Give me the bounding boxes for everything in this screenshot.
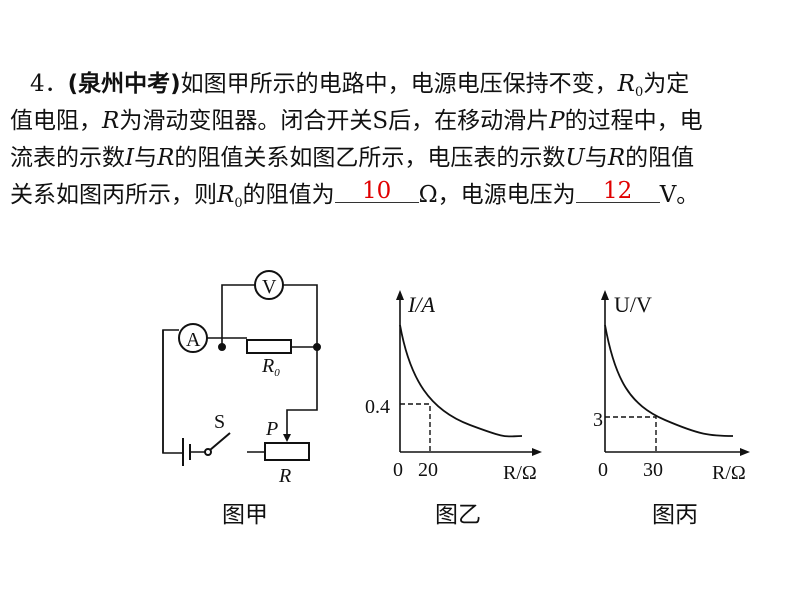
question-line-2: 值电阻，R为滑动变阻器。闭合开关S后，在移动滑片P的过程中，电: [10, 103, 750, 140]
text: Ω，电源电压为: [418, 182, 576, 208]
var-u: U: [565, 145, 585, 171]
text: 为滑动变阻器。闭合开关S后，在移动滑片: [119, 108, 550, 134]
switch-label: S: [214, 411, 225, 433]
origin-label: 0: [393, 459, 403, 481]
text: 流表的示数: [10, 145, 125, 171]
voltmeter-label: V: [262, 276, 277, 298]
var-r: R: [607, 145, 626, 171]
curve: [399, 324, 523, 438]
text: 的过程中，电: [564, 108, 703, 134]
question-source: (泉州中考): [67, 71, 181, 97]
var-p: P: [549, 108, 565, 134]
junction-dot: [313, 343, 321, 351]
r0-label: R0: [261, 355, 280, 379]
question-line-3: 流表的示数I与R的阻值关系如图乙所示，电压表的示数U与R的阻值: [10, 140, 750, 177]
rheostat: [264, 442, 310, 461]
text: 与: [134, 145, 158, 171]
question-number: 4．: [30, 71, 68, 97]
junction-dot: [218, 343, 226, 351]
x-tick: 20: [418, 459, 438, 481]
origin-label: 0: [598, 459, 608, 481]
answer-blank-2: 12: [575, 180, 660, 203]
y-axis-label: U/V: [614, 292, 652, 317]
curve: [604, 324, 734, 437]
battery-icon: [182, 438, 191, 466]
figure-caption: 图乙: [435, 502, 481, 527]
var-r0: R: [217, 182, 235, 208]
x-tick: 30: [643, 459, 663, 481]
question-text: 4．(泉州中考)如图甲所示的电路中，电源电压保持不变，R0为定 值电阻，R为滑动…: [10, 66, 750, 214]
y-axis-arrow-icon: [601, 290, 609, 300]
x-axis-label: R/Ω: [503, 462, 537, 484]
text: 与: [584, 145, 608, 171]
y-tick: 0.4: [365, 396, 390, 418]
text: 的阻值为: [242, 182, 335, 208]
switch-pivot: [204, 448, 212, 456]
graph-yi: I/A 0.4 0 20 R/Ω 图乙: [365, 290, 542, 527]
question-line-1: 4．(泉州中考)如图甲所示的电路中，电源电压保持不变，R0为定: [10, 66, 750, 103]
x-axis-label: R/Ω: [712, 462, 746, 484]
text: 关系如图丙所示，则: [10, 182, 217, 208]
x-axis-arrow-icon: [532, 448, 542, 456]
text: 的阻值关系如图乙所示，电压表的示数: [174, 145, 566, 171]
y-tick: 3: [593, 409, 603, 431]
circuit-diagram: A V R0 S P R 图甲: [162, 270, 321, 527]
text: V。: [659, 182, 700, 208]
var-r: R: [157, 145, 175, 171]
ammeter-label: A: [186, 329, 201, 351]
answer-blank-1: 10: [334, 180, 419, 203]
var-r0: R: [617, 71, 635, 97]
text: 如图甲所示的电路中，电源电压保持不变，: [180, 71, 618, 97]
guide-line: [605, 416, 657, 452]
rheostat-label: R: [278, 465, 291, 487]
y-axis-label: I/A: [407, 292, 435, 317]
wire: [162, 330, 265, 454]
ammeter-icon: [178, 323, 208, 353]
text: 值电阻，: [10, 108, 102, 134]
y-axis-arrow-icon: [396, 290, 404, 300]
text: 为定: [643, 71, 690, 97]
guide-line: [400, 403, 431, 452]
slider-arrow-icon: [283, 434, 291, 442]
wire: [162, 284, 318, 453]
resistor-r0: [246, 339, 292, 354]
slider-label: P: [265, 418, 278, 440]
text: 的阻值: [625, 145, 695, 171]
figure-caption: 图甲: [222, 502, 268, 527]
figure-caption: 图丙: [652, 502, 698, 527]
x-axis-arrow-icon: [740, 448, 750, 456]
switch-blade: [209, 432, 231, 451]
var-sub: 0: [234, 196, 243, 211]
var-i: I: [125, 145, 135, 171]
var-r: R: [102, 108, 120, 134]
voltmeter-icon: [254, 270, 284, 300]
graph-bing: U/V 3 0 30 R/Ω 图丙: [593, 290, 750, 527]
var-sub: 0: [635, 85, 644, 100]
